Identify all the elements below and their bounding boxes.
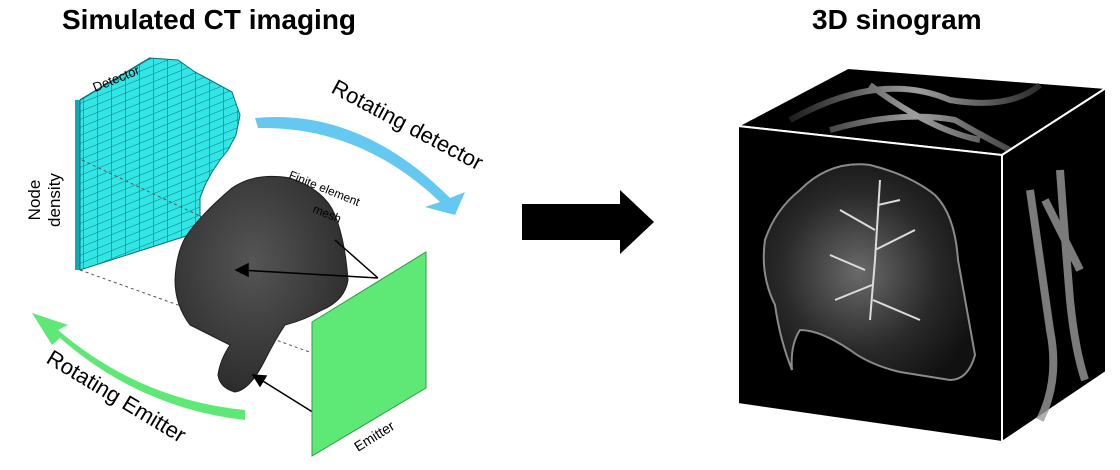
right-arrow-icon [522,190,654,254]
right-panel-title: 3D sinogram [812,4,982,35]
sinogram-cube [734,66,1110,444]
lung-vessel-pattern [829,179,921,321]
cube-top-pattern [788,82,1042,153]
node-density-label-line1: Node [25,180,44,221]
rotating-detector-label: Rotating detector [328,74,488,175]
rotating-detector-arrow [255,117,465,215]
emitter-panel [311,251,427,457]
finite-element-mesh [174,175,349,393]
beam-arrows [234,239,379,427]
side-projection-pattern [1026,169,1089,422]
rotating-emitter-arrow [32,313,245,420]
lung-projection [762,163,977,382]
node-density-label-line2: density [45,173,64,227]
left-panel-title: Simulated CT imaging [62,4,357,35]
